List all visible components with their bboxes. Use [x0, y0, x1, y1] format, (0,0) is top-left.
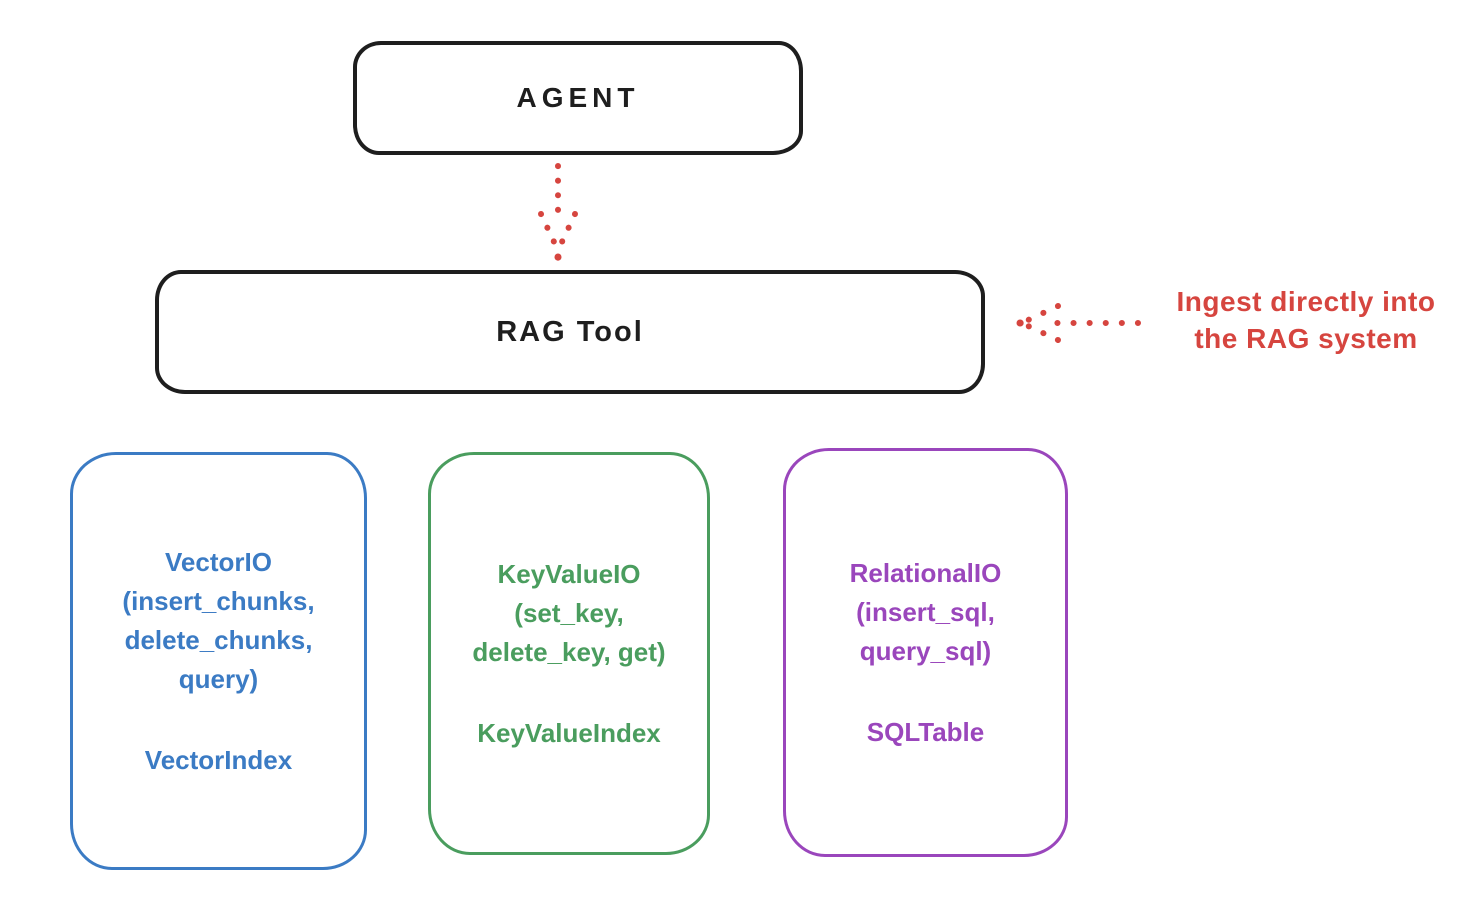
rag-tool-label: RAG Tool — [496, 315, 644, 348]
vector-io-line: (insert_chunks, — [122, 585, 315, 616]
vector-index-label: VectorIndex — [144, 744, 293, 775]
vector-io-line: query) — [178, 663, 259, 694]
sql-table-label: SQLTable — [866, 716, 985, 747]
vector-io-line: VectorIO — [165, 546, 272, 577]
keyvalue-io-line: KeyValueIO — [497, 558, 641, 589]
agent-box: AGENT — [353, 41, 803, 155]
ingest-annotation-line2: the RAG system — [1194, 323, 1418, 354]
relational-io-line: (insert_sql, — [856, 596, 995, 627]
keyvalue-io-heading: KeyValueIO (set_key, delete_key, get) — [472, 555, 665, 672]
relational-io-heading: RelationalIO (insert_sql, query_sql) — [850, 554, 1002, 671]
io-box-vector: VectorIO (insert_chunks, delete_chunks, … — [70, 452, 367, 870]
rag-tool-box: RAG Tool — [155, 270, 985, 394]
relational-io-line: query_sql) — [859, 635, 992, 666]
vector-io-heading: VectorIO (insert_chunks, delete_chunks, … — [122, 543, 314, 699]
keyvalue-io-line: (set_key, — [514, 597, 624, 628]
keyvalue-io-line: delete_key, get) — [472, 636, 666, 667]
dotted-arrow-down-icon — [538, 163, 578, 261]
agent-label: AGENT — [516, 82, 640, 113]
keyvalue-index-label: KeyValueIndex — [477, 717, 661, 748]
io-box-keyvalue: KeyValueIO (set_key, delete_key, get) Ke… — [428, 452, 710, 855]
dotted-arrow-left-icon — [1016, 303, 1141, 343]
relational-io-line: RelationalIO — [849, 557, 1002, 588]
ingest-annotation: Ingest directly into the RAG system — [1138, 283, 1474, 357]
io-box-relational: RelationalIO (insert_sql, query_sql) SQL… — [783, 448, 1068, 857]
ingest-annotation-line1: Ingest directly into — [1176, 286, 1436, 317]
vector-io-line: delete_chunks, — [124, 624, 313, 655]
